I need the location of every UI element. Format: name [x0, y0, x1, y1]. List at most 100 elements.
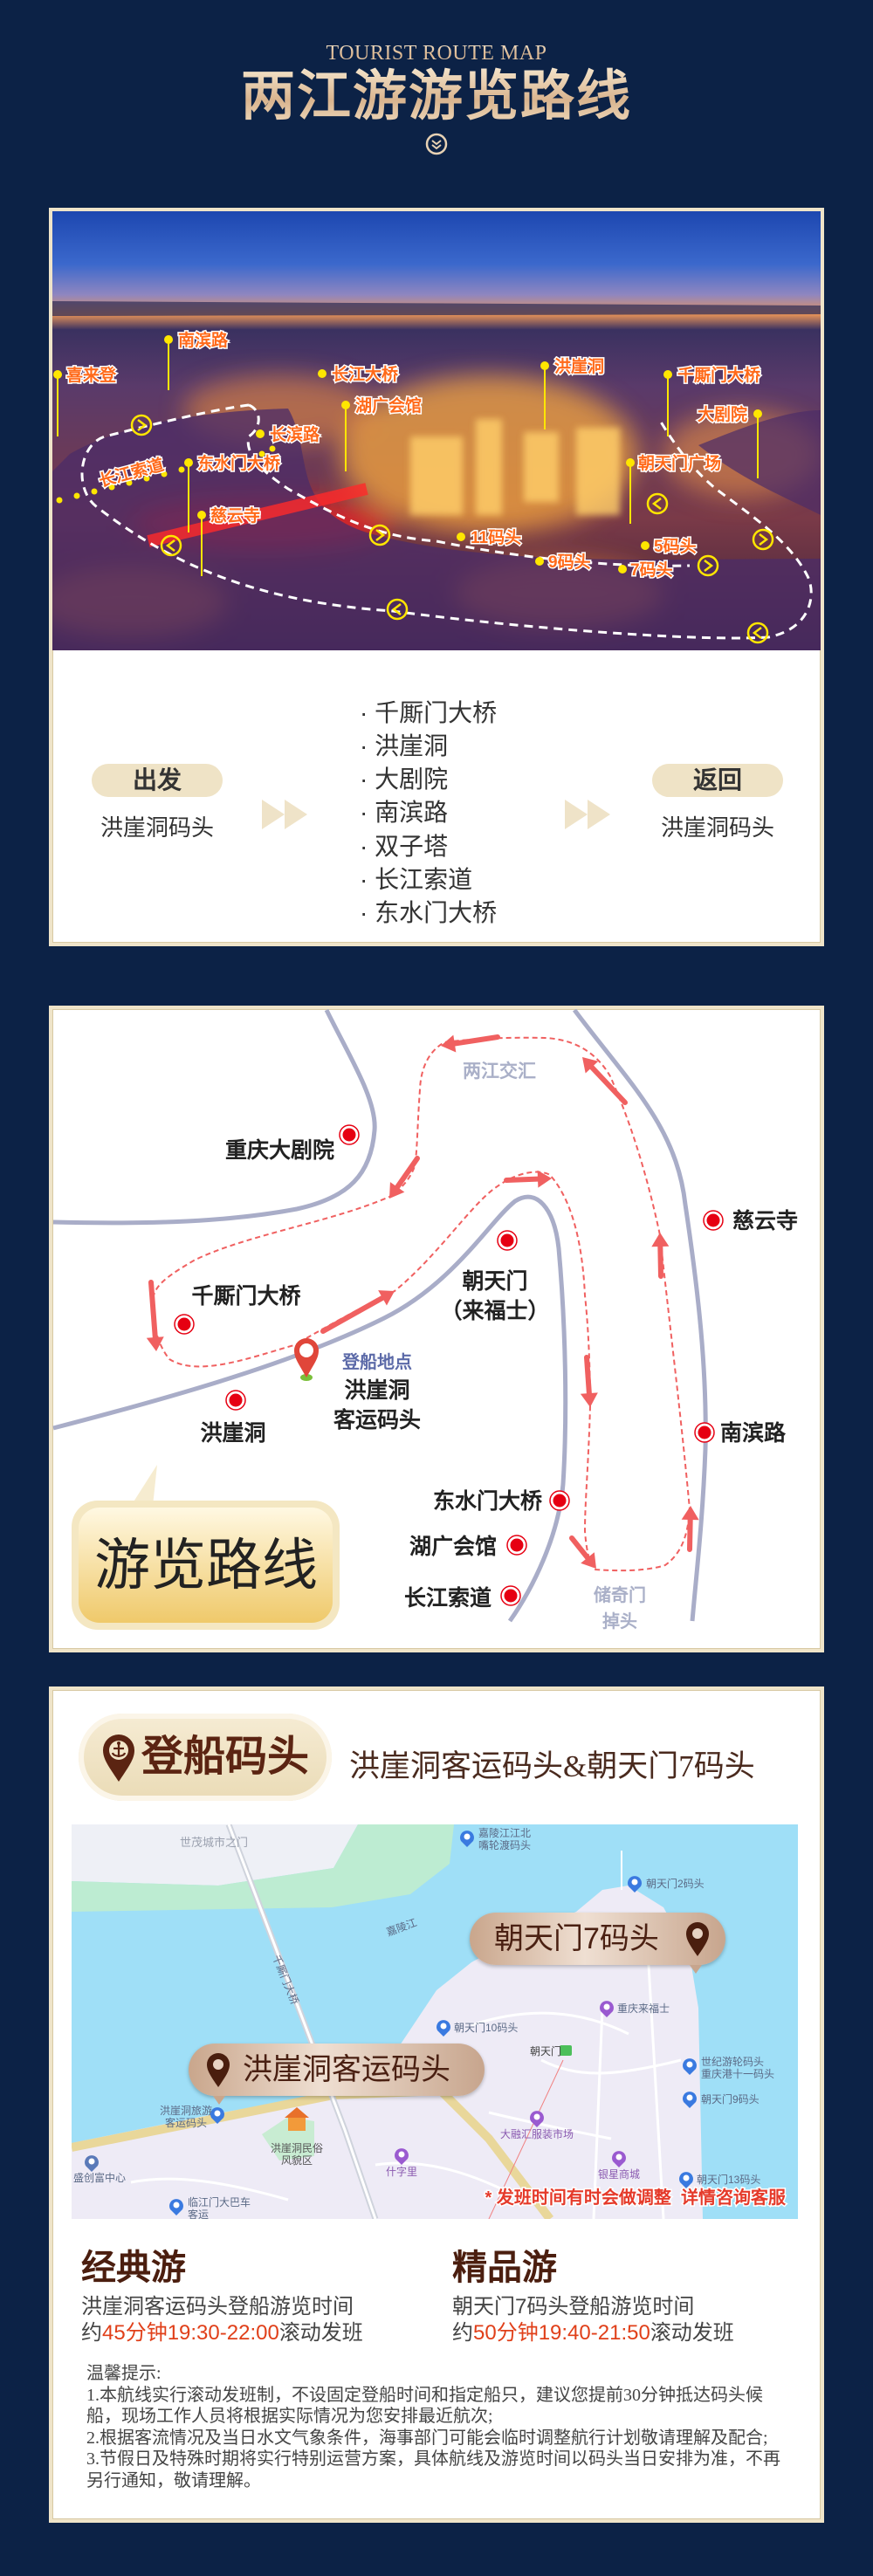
tour-time-suffix: 滚动发班: [278, 2321, 363, 2345]
direction-arrow-icon: [368, 524, 391, 546]
place-dot-icon: [225, 1390, 246, 1411]
photo-marker-dot: [641, 541, 650, 550]
pagoda-icon: [285, 2107, 309, 2131]
route-stop: 千厮门大桥: [360, 697, 497, 729]
boarding-name: 洪崖洞: [344, 1378, 409, 1403]
anchor-pin-icon: [103, 1735, 134, 1782]
route-arrow-icon: [580, 1355, 598, 1407]
route-arrow-icon: [651, 1233, 670, 1279]
callout-tail: [690, 1965, 702, 1974]
place-label: （来福士）: [440, 1298, 549, 1323]
map-label: 风貌区: [281, 2154, 313, 2167]
bus-station-icon: [168, 2199, 184, 2215]
place-label: 湖广会馆: [409, 1534, 497, 1559]
map-label: 什字里: [386, 2165, 417, 2178]
route-arrow-icon: [569, 1535, 596, 1569]
place-dot-icon: [339, 1124, 360, 1145]
photo-marker-dot: [626, 458, 635, 467]
tip-item: 1.本航线实行滚动发班制，不设固定登船时间和指定船只，建议您提前30分钟抵达码头…: [86, 2385, 763, 2427]
map-label: 临江门大巴车: [188, 2195, 251, 2208]
confluence-label: 两江交汇: [463, 1061, 536, 1082]
boarding-label: 登船地点: [341, 1351, 412, 1372]
route-stop: 东水门大桥: [360, 897, 497, 929]
callout-hongyadong: 洪崖洞客运码头: [189, 2044, 485, 2096]
map-label: 世茂城市之门: [180, 1836, 248, 1849]
river-banks: [52, 1009, 708, 1623]
pier-anchor-icon: [628, 1876, 643, 1893]
ropeway-dots: [56, 445, 276, 504]
night-aerial-photo: 南滨路 喜来登 长江大桥 洪崖洞 千厮门大桥 湖广会馆 大剧院 长滨路 长江索道…: [52, 211, 821, 650]
route-arrow-icon: [582, 1057, 628, 1105]
place-dot-icon: [703, 1210, 724, 1231]
pier-anchor-icon: [679, 2172, 694, 2188]
photo-marker-dot: [256, 429, 265, 438]
header-subtitle: TOURIST ROUTE MAP: [0, 42, 873, 65]
map-label: 银星商城: [598, 2167, 640, 2181]
route-stop: 长江索道: [360, 864, 472, 896]
place-label: 朝天门: [462, 1268, 527, 1294]
photo-marker-dot: [53, 370, 62, 379]
depart-place: 洪崖洞码头: [100, 814, 214, 841]
photo-label: 南滨路: [178, 330, 229, 350]
tour-time-highlight: 50分钟19:40-21:50: [473, 2321, 650, 2345]
callout-chaotianmen-7: 朝天门7码头: [470, 1913, 725, 1965]
poi-shop-icon: [530, 2111, 545, 2127]
tour-time-suffix: 滚动发班: [650, 2321, 734, 2345]
cruise-route-path: [152, 1036, 691, 1572]
photo-marker-dot: [457, 532, 465, 541]
photo-label: 9码头: [548, 553, 591, 572]
direction-arrow-icon: [386, 598, 409, 621]
pier-anchor-icon: [460, 1831, 475, 1847]
map-label: 重庆港十一码头: [701, 2068, 774, 2080]
boarding-pin-icon: [294, 1338, 319, 1381]
place-dot-icon: [174, 1314, 195, 1335]
map-label: 洪崖洞民俗: [271, 2142, 323, 2154]
tour-time: 约45分钟19:30-22:00滚动发班: [81, 2315, 363, 2346]
place-dot-icon: [500, 1585, 521, 1606]
chevron-down-circle-icon: [425, 133, 448, 155]
map-label: 朝天门9码头: [701, 2092, 760, 2105]
double-arrow-icon: [262, 800, 307, 829]
place-label: 千厮门大桥: [191, 1283, 300, 1309]
photo-label: 朝天门广场: [638, 453, 721, 473]
tour-time-prefix: 约: [452, 2321, 473, 2345]
direction-arrow-icon: [130, 414, 153, 436]
tour-classic: 经典游: [81, 2239, 186, 2290]
pier-location-map: 世茂城市之门 嘉陵江 千厮门大桥 嘉陵江江北 嘴轮渡码头 朝天门2码头 重庆来福…: [72, 1824, 798, 2219]
route-stop: 双子塔: [360, 831, 448, 862]
tips: 温馨提示: 1.本航线实行滚动发班制，不设固定登船时间和指定船只，建议您提前30…: [86, 2363, 780, 2492]
photo-label: 5码头: [654, 537, 697, 556]
turnaround-label: 掉头: [602, 1611, 637, 1631]
poi-shop-icon: [394, 2148, 409, 2165]
pier-anchor-icon: [210, 2107, 225, 2124]
photo-label: 大剧院: [698, 404, 747, 424]
route-arrow-icon: [441, 1034, 500, 1053]
place-dot-icon: [497, 1230, 518, 1251]
location-pin-icon: [207, 2053, 230, 2087]
direction-arrow-icon: [646, 492, 669, 515]
poi-shop-icon: [612, 2151, 627, 2167]
route-stop: 南滨路: [360, 797, 448, 828]
photo-label: 东水门大桥: [197, 453, 281, 473]
map-label: 重庆来福士: [617, 2002, 670, 2015]
photo-label: 7码头: [630, 560, 673, 580]
photo-marker-dot: [618, 565, 627, 574]
route-arrow-icon: [320, 1290, 395, 1334]
metro-station-icon: [560, 2045, 572, 2056]
tip-item: 3.节假日及特殊时期将实行特别运营方案，具体航线及游览时间以码头当日安排为准，不…: [86, 2449, 780, 2490]
pier-badge-label: 登船码头: [141, 1734, 310, 1780]
tour-name: 精品游: [452, 2248, 557, 2287]
photo-marker-dot: [540, 361, 549, 370]
direction-arrow-icon: [746, 622, 769, 644]
return-badge: 返回: [652, 764, 783, 797]
route-arrow-icon: [681, 1506, 699, 1552]
photo-marker-dot: [535, 557, 544, 566]
depart-badge: 出发: [92, 764, 223, 797]
photo-marker-dot: [184, 458, 193, 467]
tour-time-prefix: 约: [81, 2321, 102, 2345]
location-pin-icon: [686, 1922, 709, 1956]
route-title-bubble: 游览路线: [72, 1465, 340, 1630]
route-arrow-icon: [504, 1170, 552, 1188]
place-label: 长江索道: [404, 1585, 491, 1611]
map-label: 洪崖洞旅游: [160, 2105, 212, 2117]
